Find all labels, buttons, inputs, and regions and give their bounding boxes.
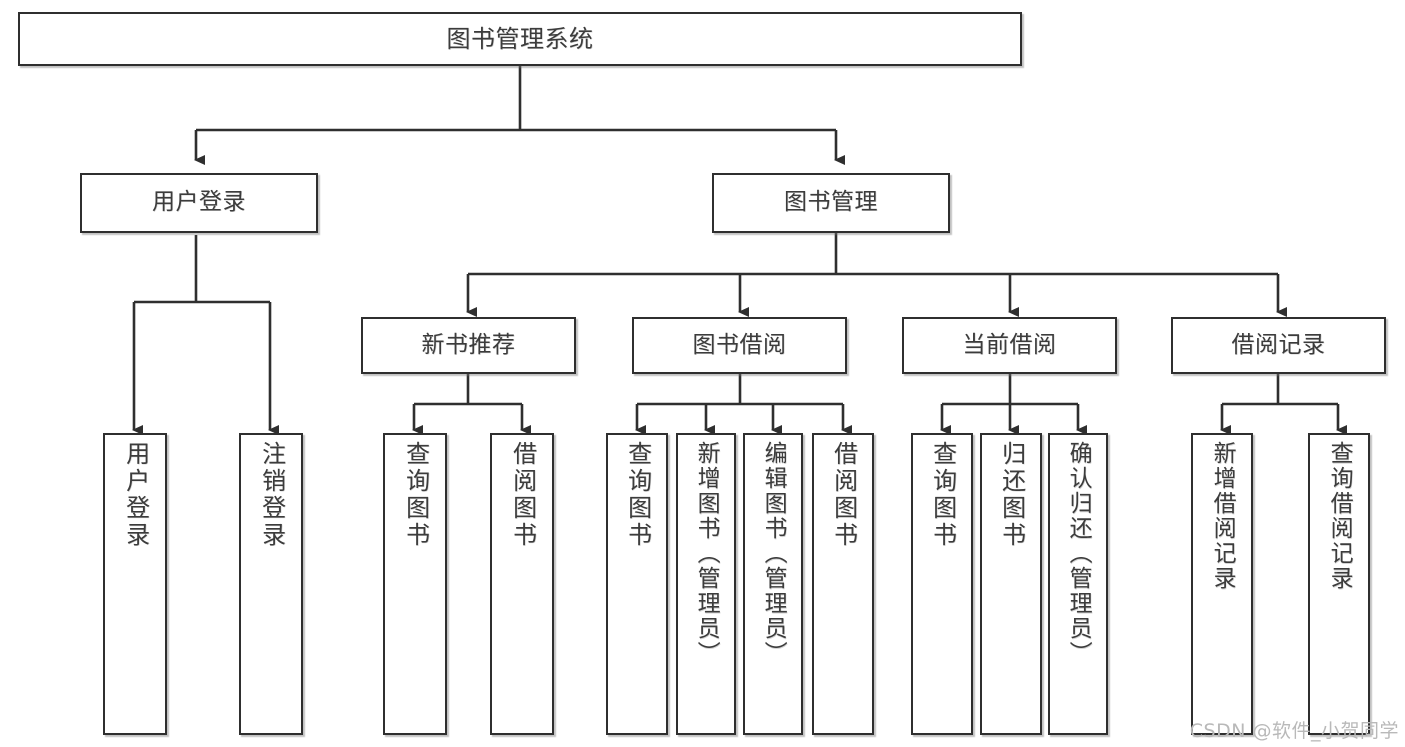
node-label: 图书管理系统 bbox=[446, 24, 594, 53]
leaf-book-borrow-borrow-book[interactable]: 借阅图书 bbox=[812, 433, 874, 735]
leaf-user-login-logout[interactable]: 注销登录 bbox=[239, 433, 303, 735]
node-label: 图书管理 bbox=[784, 189, 878, 216]
node-label: 借阅图书 bbox=[829, 441, 858, 549]
node-book-management[interactable]: 图书管理 bbox=[712, 173, 950, 233]
node-root-system[interactable]: 图书管理系统 bbox=[18, 12, 1022, 66]
node-label: 新增图书（管理员） bbox=[693, 441, 720, 666]
node-borrow-record[interactable]: 借阅记录 bbox=[1171, 317, 1386, 374]
node-label: 借阅图书 bbox=[508, 441, 537, 549]
leaf-book-borrow-add-book[interactable]: 新增图书（管理员） bbox=[676, 433, 736, 735]
node-label: 新书推荐 bbox=[421, 331, 516, 358]
node-label: 查询图书 bbox=[401, 441, 430, 549]
node-label: 归还图书 bbox=[997, 441, 1026, 549]
leaf-user-login-login[interactable]: 用户登录 bbox=[103, 433, 167, 735]
leaf-borrow-record-query-record[interactable]: 查询借阅记录 bbox=[1308, 433, 1370, 735]
node-label: 当前借阅 bbox=[962, 331, 1057, 358]
leaf-current-borrow-return-book[interactable]: 归还图书 bbox=[980, 433, 1042, 735]
node-label: 用户登录 bbox=[152, 189, 246, 216]
node-new-book-recommend[interactable]: 新书推荐 bbox=[361, 317, 576, 374]
leaf-new-book-query-book[interactable]: 查询图书 bbox=[383, 433, 447, 735]
node-label: 借阅记录 bbox=[1231, 331, 1326, 358]
node-label: 查询图书 bbox=[928, 441, 957, 549]
node-current-borrow[interactable]: 当前借阅 bbox=[902, 317, 1117, 374]
node-book-borrow[interactable]: 图书借阅 bbox=[632, 317, 847, 374]
leaf-book-borrow-query-book[interactable]: 查询图书 bbox=[606, 433, 668, 735]
node-label: 确认归还（管理员） bbox=[1065, 441, 1092, 666]
watermark-text: CSDN @软件_小贺同学 bbox=[1189, 720, 1399, 742]
node-label: 图书借阅 bbox=[692, 331, 787, 358]
leaf-book-borrow-edit-book[interactable]: 编辑图书（管理员） bbox=[743, 433, 803, 735]
leaf-current-borrow-query-book[interactable]: 查询图书 bbox=[911, 433, 973, 735]
node-label: 编辑图书（管理员） bbox=[760, 441, 787, 666]
leaf-new-book-borrow-book[interactable]: 借阅图书 bbox=[490, 433, 554, 735]
node-label: 用户登录 bbox=[121, 441, 150, 549]
node-label: 注销登录 bbox=[257, 441, 286, 549]
node-user-login[interactable]: 用户登录 bbox=[80, 173, 318, 233]
node-label: 新增借阅记录 bbox=[1209, 441, 1236, 591]
node-label: 查询借阅记录 bbox=[1326, 441, 1353, 591]
leaf-borrow-record-add-record[interactable]: 新增借阅记录 bbox=[1191, 433, 1253, 735]
node-label: 查询图书 bbox=[623, 441, 652, 549]
leaf-current-borrow-confirm-return[interactable]: 确认归还（管理员） bbox=[1048, 433, 1108, 735]
